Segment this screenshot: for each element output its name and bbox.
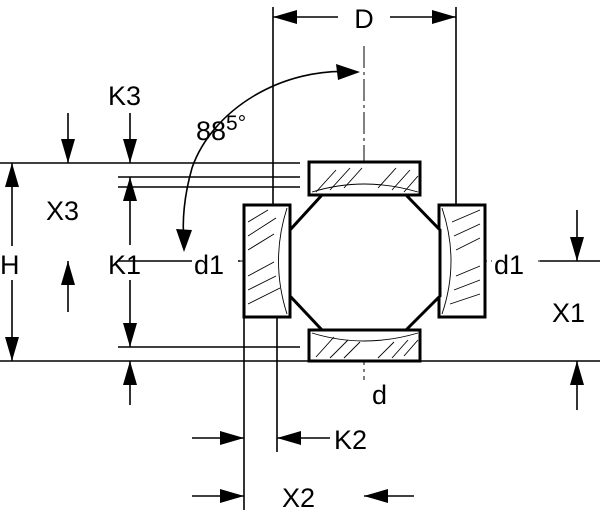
bottom-socket-hatch <box>311 332 419 359</box>
arrowhead <box>123 323 137 347</box>
top-socket <box>307 160 422 197</box>
label-d1-right: d1 <box>494 250 524 280</box>
dimension-k3: K3 <box>108 81 141 163</box>
arrowhead <box>570 237 584 261</box>
label-x3: X3 <box>46 196 79 226</box>
cross-fitting <box>242 160 487 363</box>
angle-arc <box>182 70 357 241</box>
arrowhead <box>123 361 137 385</box>
label-k3: K3 <box>108 81 141 111</box>
arrowhead <box>176 229 192 252</box>
arrowhead <box>336 64 360 80</box>
dimension-h: H <box>0 163 20 361</box>
arrowhead <box>273 10 297 24</box>
dimension-k1: K1 <box>108 177 141 405</box>
top-socket-hatch <box>311 167 419 193</box>
arrowhead <box>220 489 244 503</box>
label-x1: X1 <box>552 298 585 328</box>
connection-labels: d1 d1 d <box>192 246 538 410</box>
bottom-socket <box>307 328 422 363</box>
arrowhead <box>432 10 456 24</box>
label-k1: K1 <box>108 250 141 280</box>
left-socket-hatch <box>247 207 288 315</box>
label-k2: K2 <box>334 425 367 455</box>
angle-annotation: 885° <box>176 64 360 252</box>
dimension-x3: X3 <box>46 113 79 312</box>
dimension-d: D <box>273 4 456 34</box>
arrowhead <box>5 163 19 187</box>
arrowhead <box>61 261 75 285</box>
arrowhead <box>220 431 244 445</box>
arrowhead <box>61 139 75 163</box>
extension-lines <box>0 7 600 510</box>
dimension-x1: X1 <box>552 210 585 410</box>
arrowhead <box>5 337 19 361</box>
arrowhead <box>570 361 584 385</box>
label-h: H <box>0 250 20 280</box>
label-d-diameter: D <box>354 4 374 34</box>
arrowhead <box>364 489 388 503</box>
dimension-x2: X2 <box>192 483 414 513</box>
label-x2: X2 <box>282 483 315 513</box>
arrowhead <box>123 139 137 163</box>
label-d: d <box>372 380 387 410</box>
label-d1-left: d1 <box>194 250 224 280</box>
arrowhead <box>123 177 137 201</box>
fitting-body <box>288 193 442 332</box>
dimension-k2: K2 <box>192 425 367 455</box>
label-angle: 885° <box>196 112 246 146</box>
arrowhead <box>277 431 301 445</box>
right-socket-hatch <box>441 207 481 315</box>
